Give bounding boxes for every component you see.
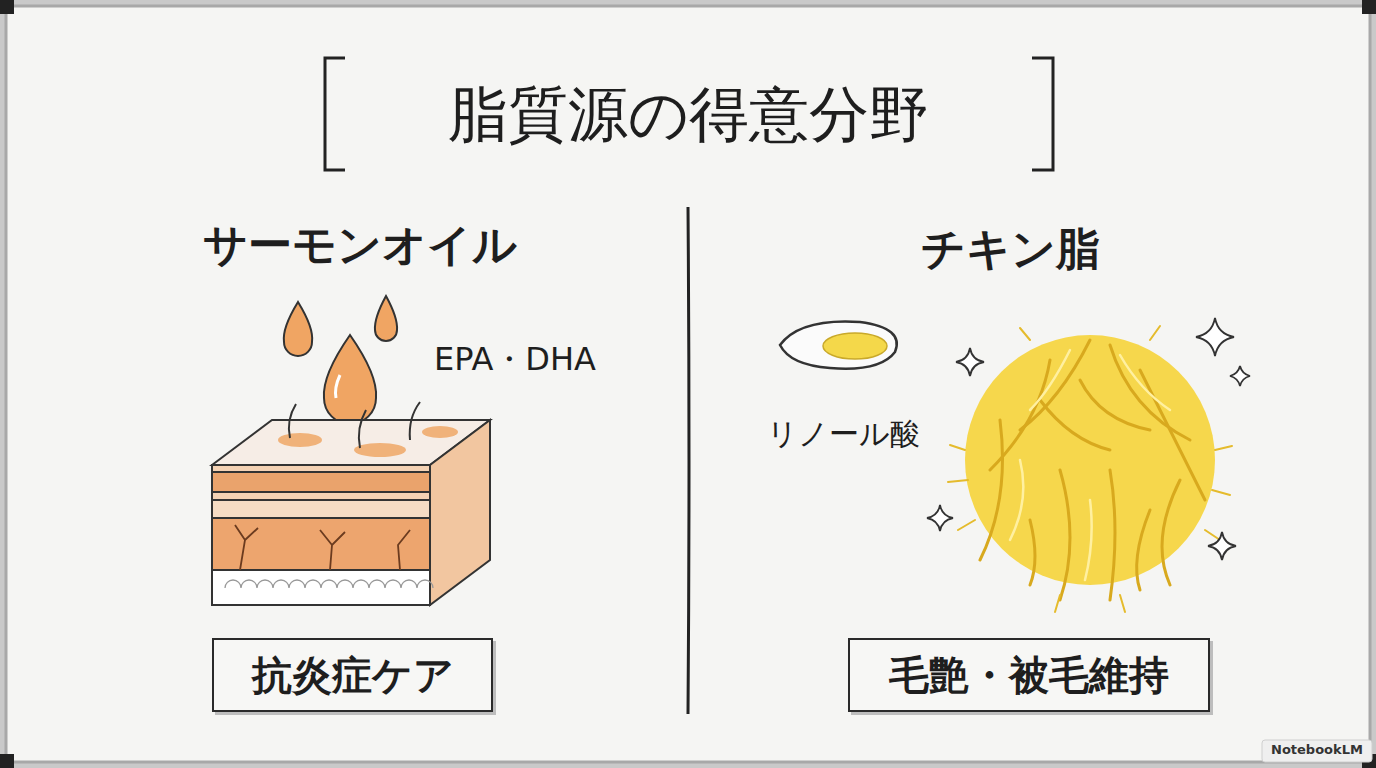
care-box: 抗炎症ケア [212,638,493,712]
column-heading: サーモンオイル [203,218,517,271]
fur-ball [948,326,1232,612]
oil-dish [780,321,897,368]
box-text: 毛艶・被毛維持 [889,648,1169,703]
sparkles [927,318,1250,560]
column-heading: チキン脂 [921,222,1100,275]
oil-drops [284,296,397,424]
diagram-title: 脂質源の得意分野 [340,78,1036,150]
skin-section [212,402,490,605]
component-label: リノール酸 [767,416,920,452]
care-box: 毛艶・被毛維持 [848,638,1210,712]
component-label: EPA・DHA [434,340,596,378]
watermark: NotebookLM [1271,742,1363,758]
box-text: 抗炎症ケア [252,648,454,703]
